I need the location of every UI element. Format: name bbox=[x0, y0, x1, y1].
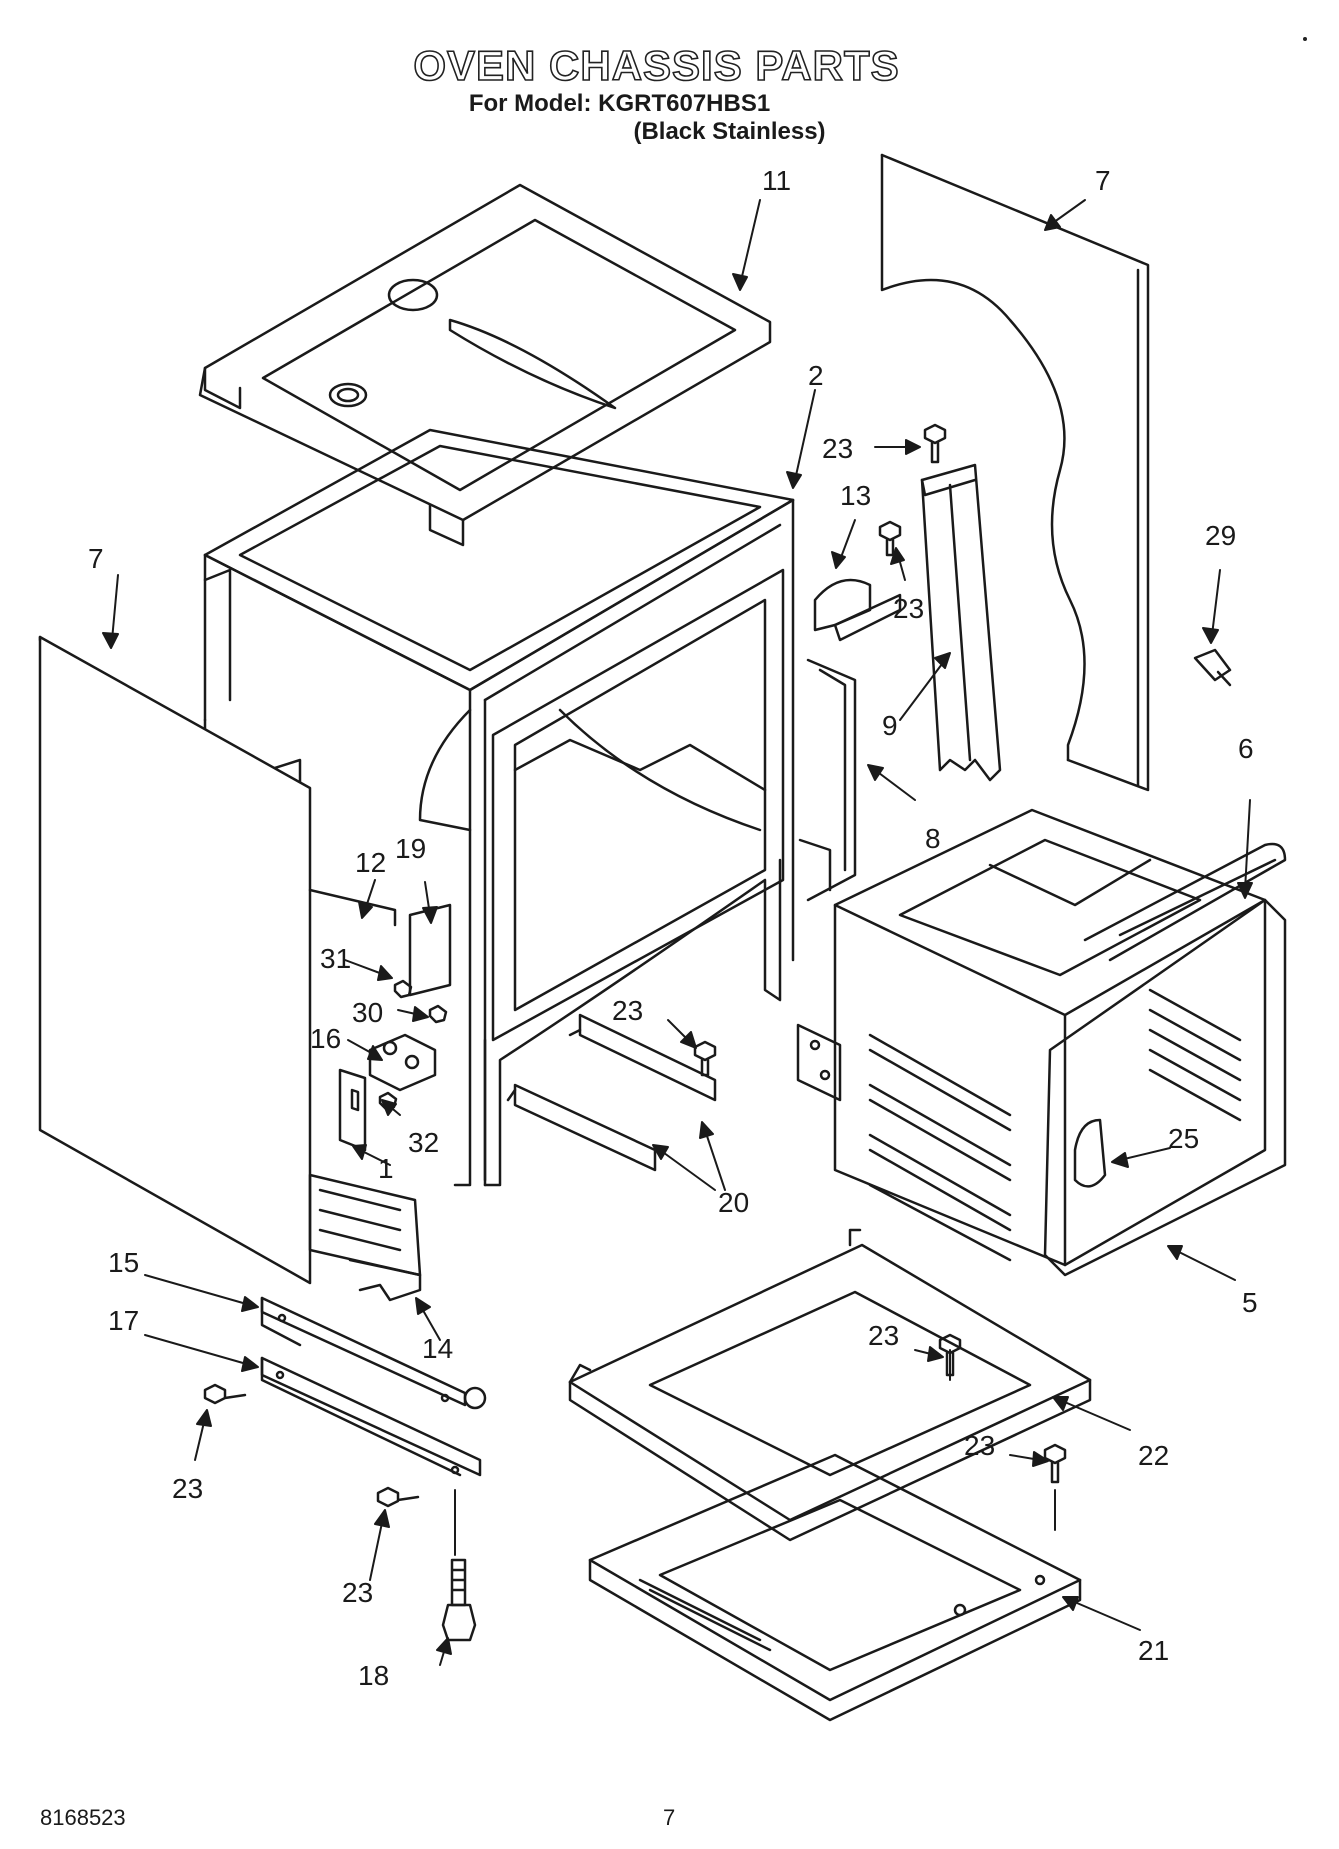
part-7-left-side-panel bbox=[38, 635, 312, 1285]
callout-5: 5 bbox=[1242, 1287, 1258, 1318]
callout-23-d: 23 bbox=[868, 1320, 899, 1351]
page-title: OVEN CHASSIS PARTS bbox=[413, 41, 900, 90]
part-17-bracket bbox=[260, 1356, 482, 1477]
callout-8: 8 bbox=[925, 823, 941, 854]
part-18-leveling-leg bbox=[441, 1558, 477, 1642]
callout-21: 21 bbox=[1138, 1635, 1169, 1666]
part-21-base-pan bbox=[588, 1453, 1082, 1722]
part-9-vertical-support bbox=[920, 463, 1002, 782]
finish-line: (Black Stainless) bbox=[633, 118, 826, 145]
callout-16: 16 bbox=[310, 1023, 341, 1054]
callout-30: 30 bbox=[352, 997, 383, 1028]
callout-1: 1 bbox=[378, 1153, 394, 1184]
part-8-side-rail bbox=[798, 658, 857, 902]
callout-32: 32 bbox=[408, 1127, 439, 1158]
model-line: For Model: KGRT607HBS1 bbox=[468, 90, 771, 117]
callout-29: 29 bbox=[1205, 520, 1236, 551]
callout-labels: 11 7 2 23 13 23 29 7 9 8 6 12 19 31 30 1… bbox=[88, 165, 1258, 1691]
part-2-chassis-frame bbox=[203, 428, 795, 1187]
callout-11: 11 bbox=[762, 165, 791, 196]
callout-13: 13 bbox=[840, 480, 871, 511]
callout-18: 18 bbox=[358, 1660, 389, 1691]
part-13-bracket bbox=[813, 578, 902, 642]
callout-15: 15 bbox=[108, 1247, 139, 1278]
part-11-top-panel bbox=[198, 183, 772, 547]
part-14-junction-box bbox=[308, 1173, 422, 1302]
callout-20: 20 bbox=[718, 1187, 749, 1218]
callout-23-e: 23 bbox=[964, 1430, 995, 1461]
callout-23-a: 23 bbox=[822, 433, 853, 464]
callout-23-c: 23 bbox=[612, 995, 643, 1026]
part-29-valve bbox=[1193, 648, 1232, 687]
callout-25: 25 bbox=[1168, 1123, 1199, 1154]
callout-14: 14 bbox=[422, 1333, 453, 1364]
leader-lines bbox=[102, 199, 1253, 1666]
callout-12: 12 bbox=[355, 847, 386, 878]
corner-mark bbox=[1303, 37, 1307, 41]
document-number: 8168523 bbox=[40, 1805, 126, 1830]
callout-7-left: 7 bbox=[88, 543, 104, 574]
part-6-oven-cavity bbox=[796, 808, 1287, 1277]
part-15-bracket bbox=[260, 1296, 487, 1410]
callout-6: 6 bbox=[1238, 733, 1254, 764]
callout-7-right: 7 bbox=[1095, 165, 1111, 196]
screws bbox=[203, 423, 1067, 1508]
callout-31: 31 bbox=[320, 943, 351, 974]
callout-23-b: 23 bbox=[893, 593, 924, 624]
callout-19: 19 bbox=[395, 833, 426, 864]
part-22-bottom-panel bbox=[568, 1228, 1092, 1542]
part-20-support-rails bbox=[506, 1013, 717, 1172]
part-7-right-insulation bbox=[880, 153, 1150, 792]
callout-22: 22 bbox=[1138, 1440, 1169, 1471]
callout-9: 9 bbox=[882, 710, 898, 741]
callout-23-g: 23 bbox=[342, 1577, 373, 1608]
page-number: 7 bbox=[663, 1805, 676, 1830]
callout-2: 2 bbox=[808, 360, 824, 391]
callout-23-f: 23 bbox=[172, 1473, 203, 1504]
callout-17: 17 bbox=[108, 1305, 139, 1336]
